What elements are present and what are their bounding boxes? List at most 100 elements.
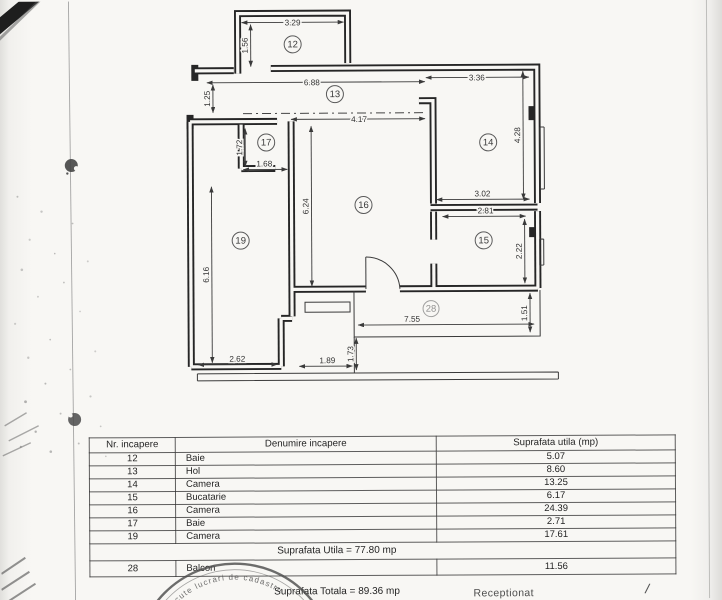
window-right-lower bbox=[539, 238, 545, 266]
wall-room12 bbox=[233, 9, 352, 74]
svg-text:1.56: 1.56 bbox=[241, 37, 250, 53]
wall-outer-left bbox=[186, 121, 195, 367]
wall-cores bbox=[188, 11, 540, 369]
wall-notches bbox=[528, 106, 539, 238]
svg-text:1.68: 1.68 bbox=[256, 159, 272, 168]
dim-1-68: 1.68 bbox=[242, 158, 288, 172]
cell-nr: 16 bbox=[89, 504, 176, 518]
cell-area: 8.60 bbox=[436, 462, 676, 478]
thin-lines bbox=[196, 126, 559, 382]
cell-area: 6.17 bbox=[436, 488, 676, 504]
threshold-rect bbox=[304, 301, 351, 313]
svg-text:6.24: 6.24 bbox=[301, 198, 310, 214]
svg-text:1.72: 1.72 bbox=[235, 139, 244, 155]
dim-1-56: 1.56 bbox=[239, 24, 253, 68]
room-label-19: 19 bbox=[231, 231, 250, 250]
header-suprafata: Suprafata utila (mp) bbox=[436, 434, 676, 452]
room-label-14: 14 bbox=[479, 133, 498, 152]
dim-6-24: 6.24 bbox=[300, 125, 315, 287]
header-nr: Nr. incapere bbox=[89, 437, 176, 453]
svg-text:1.89: 1.89 bbox=[319, 356, 335, 365]
binder-hole-bottom bbox=[68, 413, 82, 427]
svg-text:14: 14 bbox=[483, 137, 494, 148]
total-label: Suprafata Totala = 89.36 mp bbox=[274, 585, 400, 598]
cell-area: 24.39 bbox=[436, 501, 676, 517]
dim-3-29: 3.29 bbox=[241, 17, 344, 29]
cell-area: 11.56 bbox=[436, 557, 676, 576]
room-labels: 12 13 14 15 16 17 19 28 bbox=[231, 35, 498, 318]
cell-nr: 15 bbox=[89, 491, 176, 505]
wall-room14-left bbox=[418, 97, 437, 204]
cell-nr: 28 bbox=[89, 560, 176, 577]
svg-text:6.16: 6.16 bbox=[202, 266, 211, 282]
dim-1-51: 1.51 bbox=[519, 292, 533, 333]
svg-text:1.51: 1.51 bbox=[520, 305, 529, 321]
cell-area: 17.61 bbox=[436, 527, 676, 543]
svg-text:4.28: 4.28 bbox=[513, 127, 522, 143]
scan-fold-line bbox=[67, 1, 77, 600]
dim-6-16: 6.16 bbox=[200, 186, 215, 364]
cell-nr: 17 bbox=[89, 517, 176, 531]
cell-nr: 14 bbox=[89, 478, 176, 492]
door-arc bbox=[365, 256, 401, 289]
room-label-17: 17 bbox=[257, 133, 276, 152]
wall-top-and-right bbox=[270, 63, 541, 204]
room-label-13: 13 bbox=[325, 85, 344, 104]
svg-text:2.81: 2.81 bbox=[478, 206, 494, 215]
svg-text:3.02: 3.02 bbox=[474, 189, 490, 198]
scan-hatch-marks bbox=[2, 412, 39, 457]
cell-nr: 13 bbox=[89, 465, 176, 479]
dim-4-17: 4.17 bbox=[290, 113, 426, 126]
svg-text:2.22: 2.22 bbox=[515, 243, 524, 259]
svg-text:17: 17 bbox=[261, 137, 272, 148]
dim-1-89: 1.89 bbox=[298, 355, 353, 369]
room-label-28: 28 bbox=[422, 300, 440, 318]
total-row: Suprafata Totala = 89.36 mp bbox=[90, 574, 676, 600]
svg-text:28: 28 bbox=[426, 304, 437, 315]
svg-text:3.36: 3.36 bbox=[469, 73, 485, 82]
svg-text:1.25: 1.25 bbox=[203, 90, 212, 106]
svg-text:1.73: 1.73 bbox=[346, 346, 355, 362]
dim-1-73: 1.73 bbox=[345, 337, 359, 371]
svg-text:7.55: 7.55 bbox=[404, 315, 420, 324]
dim-4-28: 4.28 bbox=[512, 70, 526, 200]
cell-area: 5.07 bbox=[436, 449, 676, 465]
dim-6-88: 6.88 bbox=[206, 77, 426, 89]
room-label-16: 16 bbox=[354, 195, 373, 214]
room-label-12: 12 bbox=[283, 35, 302, 54]
wall-room16-left bbox=[287, 121, 296, 317]
balcony-outline bbox=[353, 290, 541, 338]
svg-text:19: 19 bbox=[235, 236, 246, 247]
walls-outer bbox=[186, 9, 542, 371]
hall-boundary-dashed bbox=[243, 112, 426, 115]
svg-text:2.62: 2.62 bbox=[229, 355, 245, 364]
dim-2-62: 2.62 bbox=[197, 353, 278, 368]
cell-name: Balcon bbox=[175, 559, 437, 577]
speckle-noise bbox=[14, 195, 107, 458]
dim-3-02: 3.02 bbox=[436, 188, 530, 202]
window-right-upper bbox=[539, 126, 545, 190]
room-label-15: 15 bbox=[474, 231, 493, 250]
svg-text:15: 15 bbox=[478, 235, 489, 246]
cell-nr: 12 bbox=[89, 452, 176, 466]
dimensions: 3.29 1.56 6.88 3.36 1.25 4.17 1.72 1.68 … bbox=[197, 17, 535, 371]
scan-streak bbox=[0, 0, 43, 37]
svg-text:12: 12 bbox=[287, 39, 298, 50]
footer-partial-text: Receptionat bbox=[473, 587, 535, 600]
svg-text:4.17: 4.17 bbox=[351, 115, 367, 124]
dim-1-25: 1.25 bbox=[201, 84, 216, 114]
wall-bottom-b bbox=[399, 284, 538, 293]
cell-nr: 19 bbox=[89, 530, 176, 544]
svg-text:3.29: 3.29 bbox=[285, 18, 301, 27]
terrace-lines bbox=[196, 371, 559, 382]
svg-text:13: 13 bbox=[330, 89, 341, 100]
corner-hatch-marks bbox=[0, 556, 37, 600]
svg-text:6.88: 6.88 bbox=[304, 78, 320, 87]
scan-streak-edge bbox=[0, 0, 46, 43]
cell-area: 13.25 bbox=[436, 475, 676, 491]
page-edge-line bbox=[705, 0, 711, 599]
dim-3-36: 3.36 bbox=[425, 72, 530, 84]
areas-table-container: Nr. incapere Denumire incapere Suprafata… bbox=[89, 434, 676, 600]
